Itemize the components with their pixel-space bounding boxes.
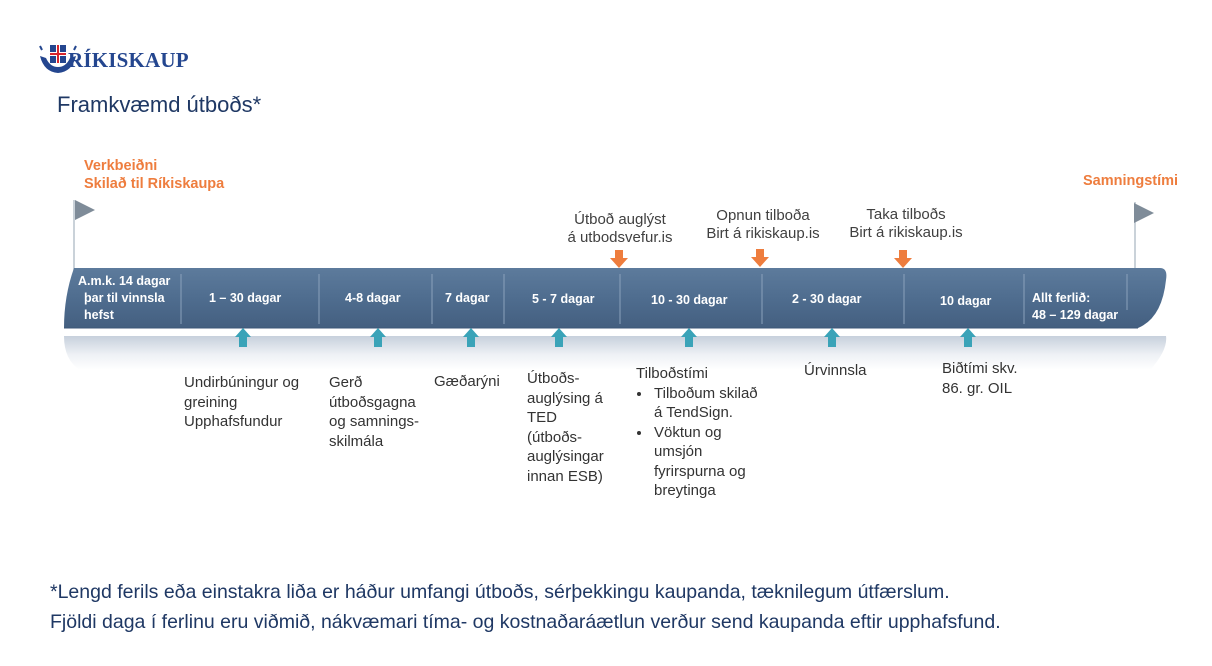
- page-title: Framkvæmd útboðs*: [57, 92, 262, 117]
- segment-label: A.m.k. 14 dagar þar til vinnsla hefst: [78, 274, 171, 322]
- up-arrow-icon: [681, 328, 697, 347]
- segment-label: 2 - 30 dagar: [792, 292, 862, 306]
- up-arrow-icon: [370, 328, 386, 347]
- segment-label: 10 - 30 dagar: [651, 293, 728, 307]
- phase-description: Útboðs- auglýsing á TED (útboðs- auglýsi…: [527, 370, 604, 485]
- band-reflection: [64, 336, 1167, 370]
- phase-description: Gæðarýni: [434, 373, 500, 390]
- footnote-line-1: *Lengd ferils eða einstakra liða er háðu…: [50, 581, 950, 603]
- start-label: Verkbeiðni Skilað til Ríkiskaupa: [84, 158, 225, 192]
- event-advertised: Útboð auglýst á utbodsvefur.is: [567, 211, 673, 246]
- brand-name: RÍKISKAUP: [68, 48, 189, 72]
- down-arrow-icon: [751, 249, 769, 267]
- segment-label-total: Allt ferlið: 48 – 129 dagar: [1032, 291, 1119, 322]
- event-bid-accepted: Taka tilboðs Birt á rikiskaup.is: [849, 206, 963, 241]
- phase-description: Biðtími skv. 86. gr. OIL: [942, 360, 1018, 397]
- up-arrow-icon: [551, 328, 567, 347]
- start-flag-icon: [75, 200, 95, 220]
- end-flag-icon: [1134, 203, 1154, 223]
- rikiskaup-logo-icon: [39, 45, 77, 73]
- up-arrow-icon: [960, 328, 976, 347]
- segment-label: 4-8 dagar: [345, 291, 401, 305]
- segment-label: 1 – 30 dagar: [209, 291, 282, 305]
- up-arrow-icon: [235, 328, 251, 347]
- segment-label: 7 dagar: [445, 291, 490, 305]
- phase-description: Úrvinnsla: [804, 362, 867, 379]
- end-label: Samningstími: [1083, 173, 1179, 189]
- footnote-line-2: Fjöldi daga í ferlinu eru viðmið, nákvæm…: [50, 611, 1001, 633]
- down-arrow-icon: [894, 250, 912, 268]
- phase-description: Gerð útboðsgagna og samnings- skilmála: [329, 374, 420, 450]
- event-bids-opened: Opnun tilboða Birt á rikiskaup.is: [706, 207, 820, 242]
- phase-description: Undirbúningur og greining Upphafsfundur: [184, 374, 300, 430]
- segment-label: 10 dagar: [940, 294, 992, 308]
- phase-description-bid-period: Tilboðstími Tilboðum skilað á TendSign. …: [636, 364, 764, 501]
- down-arrow-icon: [610, 250, 628, 268]
- up-arrow-icon: [463, 328, 479, 347]
- up-arrow-icon: [824, 328, 840, 347]
- timeline-band: [64, 268, 1167, 328]
- segment-label: 5 - 7 dagar: [532, 292, 595, 306]
